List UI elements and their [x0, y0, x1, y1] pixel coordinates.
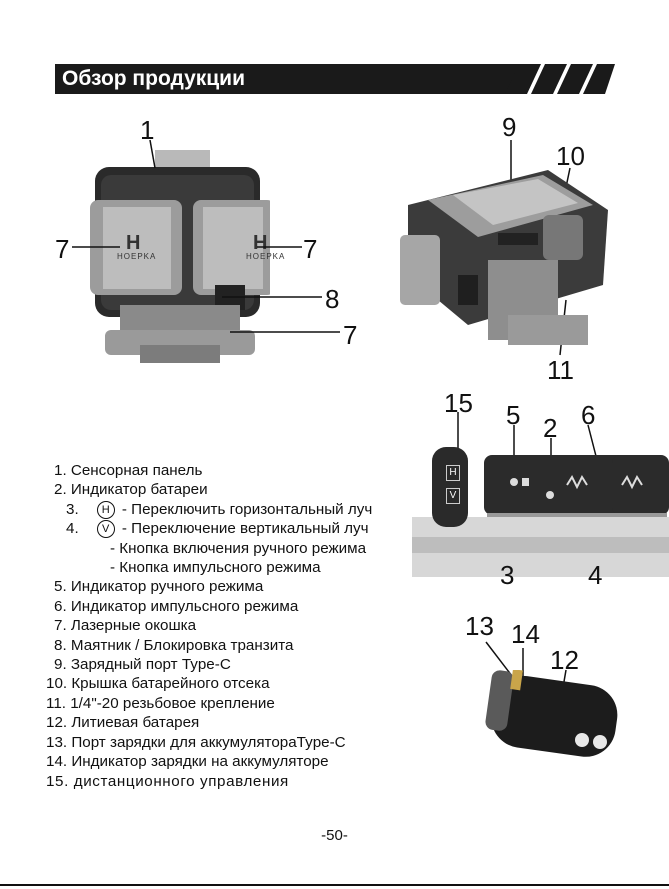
page-title: Обзор продукции: [62, 67, 246, 90]
legend-item-12: 12. Литиевая батарея: [46, 714, 200, 732]
callout-3: 3: [500, 560, 515, 590]
legend-item-11: 11. 1/4"-20 резьбовое крепление: [46, 694, 275, 712]
legend-item-10: 10. Крышка батарейного отсека: [46, 675, 270, 693]
legend-item-4-number: 4.: [66, 520, 79, 538]
callout-15: 15: [444, 388, 473, 418]
brand-text-right: HOEPKA: [246, 252, 286, 261]
legend-item-14: 14. Индикатор зарядки на аккумуляторе: [46, 753, 329, 771]
legend-item-7: 7. Лазерные окошка: [54, 617, 197, 635]
callout-13: 13: [465, 611, 494, 641]
callout-9: 9: [502, 112, 517, 142]
brand-text-left: HOEPKA: [117, 252, 157, 261]
control-panel-image: [412, 445, 669, 577]
callout-2: 2: [543, 413, 558, 443]
callout-10: 10: [556, 141, 585, 171]
bottom-rule: [0, 884, 669, 886]
legend-item-1: 1. Сенсорная панель: [54, 462, 203, 479]
callout-7-bottom: 7: [343, 320, 358, 350]
v-circle-icon: V: [96, 520, 115, 539]
legend-item-3: 3. H - Переключить горизонтальный луч: [54, 500, 372, 519]
legend-item-4-text: - Переключение вертикальный луч: [117, 520, 369, 538]
remote-h-button: H: [446, 465, 460, 481]
remote-v-button: V: [446, 488, 460, 504]
h-circle-icon: H: [96, 500, 115, 519]
laser-level-top-image: [400, 170, 608, 345]
section-header-bar: [55, 64, 521, 94]
legend-item-4-sub-2: - Кнопка импульсного режима: [110, 559, 321, 577]
legend-item-9: 9. Зарядный порт Type-C: [54, 656, 231, 674]
legend-item-8: 8. Маятник / Блокировка транзита: [54, 636, 294, 654]
legend-item-4: 4. V - Переключение вертикальный луч: [54, 519, 372, 539]
page-number: -50-: [321, 827, 348, 844]
legend-item-6: 6. Индикатор импульсного режима: [54, 597, 299, 615]
legend-item-13: 13. Порт зарядки для аккумулятораType-C: [46, 733, 346, 751]
callout-5: 5: [506, 400, 521, 430]
legend-item-4-sub-1: - Кнопка включения ручного режима: [110, 539, 367, 557]
callout-4: 4: [588, 560, 603, 590]
brand-logo-right: H: [253, 232, 268, 254]
callout-6: 6: [581, 400, 596, 430]
callout-12: 12: [550, 645, 579, 675]
legend-item-3-number: 3.: [66, 500, 79, 518]
brand-logo-left: H: [126, 232, 141, 254]
callout-7-left: 7: [55, 234, 70, 264]
legend-item-15: 15. дистанционного управления: [46, 772, 289, 790]
callout-11: 11: [547, 355, 574, 385]
component-legend: 1. Сенсорная панель 2. Индикатор батареи…: [46, 461, 372, 791]
laser-level-front-image: [90, 150, 270, 363]
header-stripes: [505, 64, 615, 94]
callout-7-right: 7: [303, 234, 318, 264]
callout-8: 8: [325, 284, 340, 314]
legend-item-2: 2. Индикатор батареи: [54, 481, 208, 499]
legend-item-3-text: - Переключить горизонтальный луч: [117, 500, 373, 518]
callout-1: 1: [140, 115, 155, 145]
battery-image: [485, 670, 618, 757]
callout-14: 14: [511, 619, 540, 649]
legend-item-5: 5. Индикатор ручного режима: [54, 578, 264, 596]
